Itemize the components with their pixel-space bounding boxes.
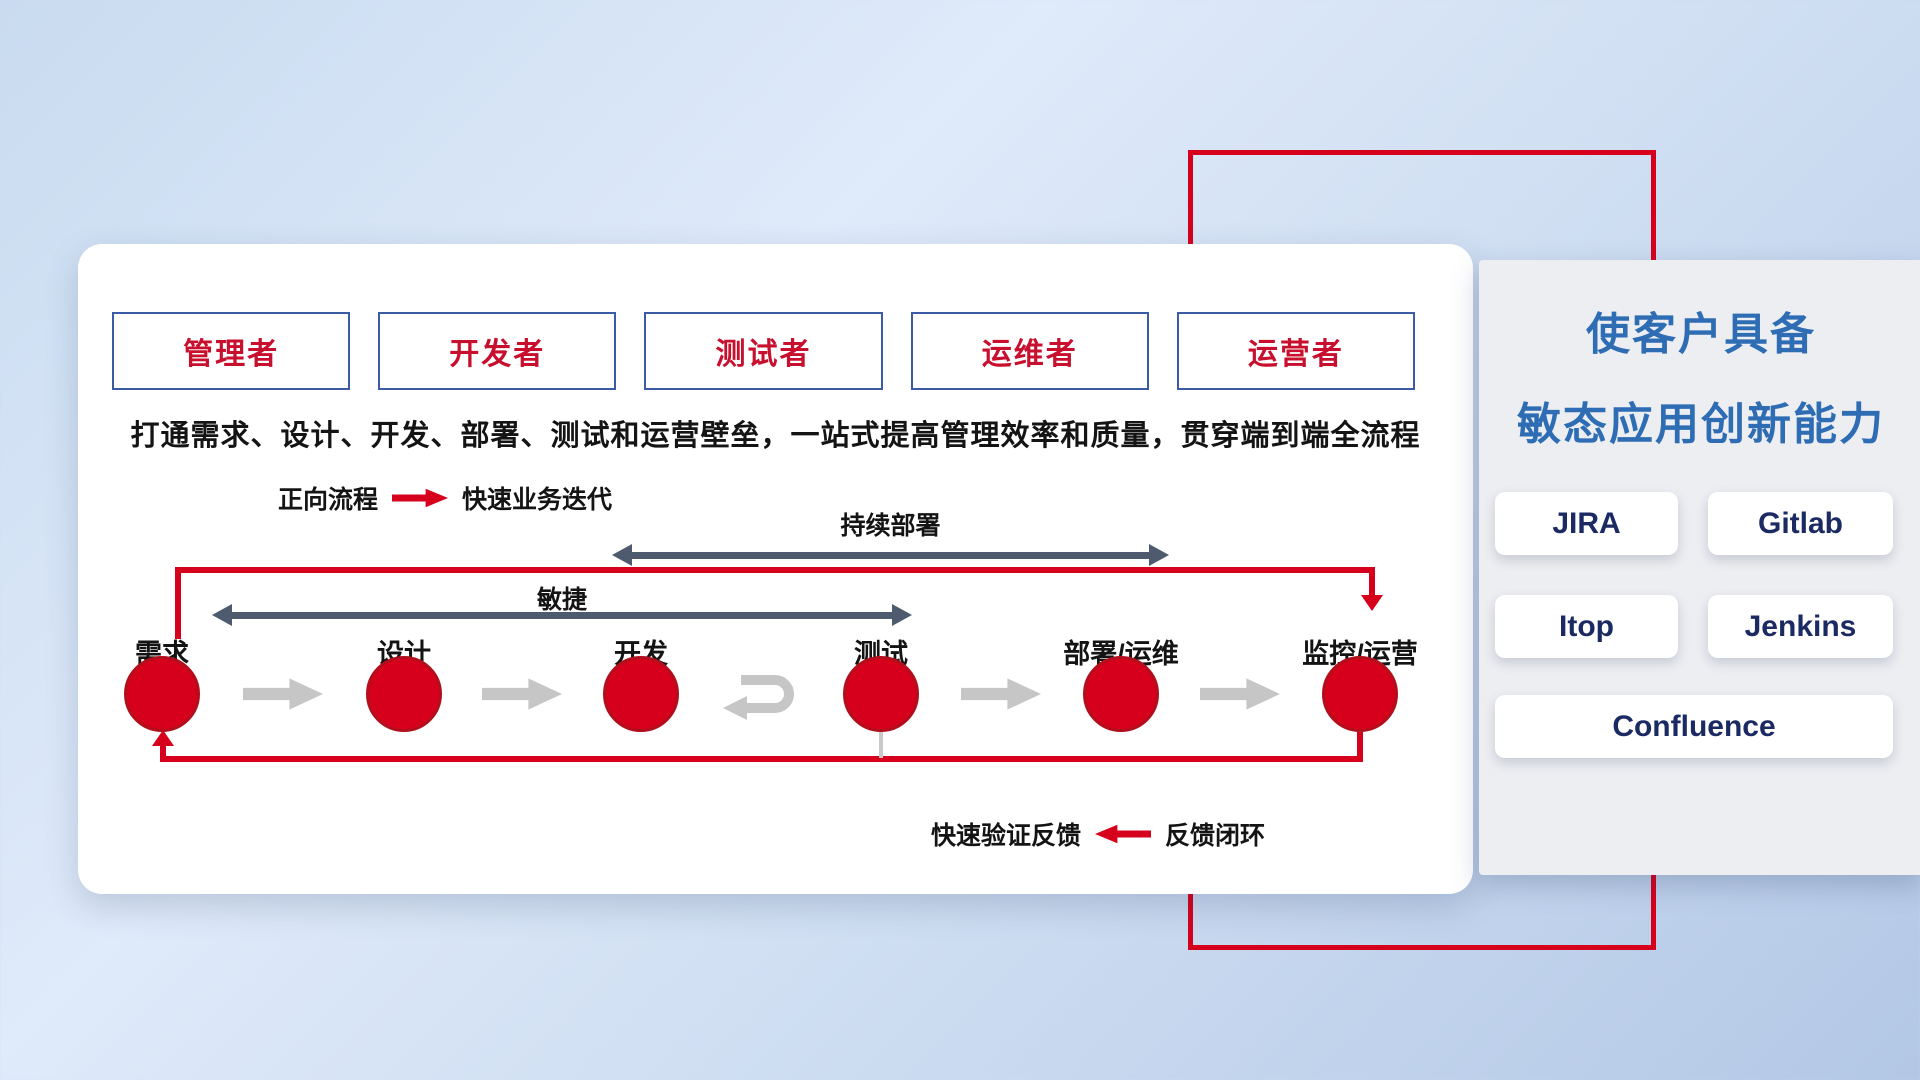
continuous-deploy-label: 持续部署 bbox=[840, 512, 941, 540]
tool-button-confluence: Confluence bbox=[1495, 695, 1893, 758]
test-feedback-connector bbox=[879, 732, 883, 758]
role-box-tester: 测试者 bbox=[644, 312, 883, 390]
forward-legend-value: 快速业务迭代 bbox=[462, 486, 613, 514]
forward-loop-line-right bbox=[1369, 567, 1375, 597]
feedback-loop-line-left bbox=[160, 744, 166, 758]
feedback-arrow-icon bbox=[1095, 824, 1151, 844]
arrowhead-left-icon bbox=[612, 544, 632, 566]
arrowhead-right-icon bbox=[892, 604, 912, 626]
flow-node-circle bbox=[843, 656, 919, 732]
forward-legend: 正向流程 快速业务迭代 bbox=[278, 480, 612, 516]
feedback-legend-value: 快速验证反馈 bbox=[930, 822, 1081, 850]
flow-node-circle bbox=[1083, 656, 1159, 732]
flow-arrow-icon bbox=[243, 678, 323, 710]
flow-arrow-icon bbox=[961, 678, 1041, 710]
feedback-legend-label: 反馈闭环 bbox=[1165, 822, 1266, 850]
feedback-legend: 快速验证反馈 反馈闭环 bbox=[778, 816, 1418, 852]
forward-legend-label: 正向流程 bbox=[278, 486, 379, 514]
iteration-loop-icon bbox=[723, 675, 794, 720]
role-box-manager: 管理者 bbox=[112, 312, 351, 390]
banner-text: 打通需求、设计、开发、部署、测试和运营壁垒，一站式提高管理效率和质量，贯穿端到端… bbox=[130, 420, 1421, 452]
flow-node-circle bbox=[124, 656, 200, 732]
flow-node-circle bbox=[1322, 656, 1398, 732]
tool-button-gitlab: Gitlab bbox=[1708, 492, 1893, 555]
arrowhead-left-icon bbox=[212, 604, 232, 626]
flow-arrow-icon bbox=[1200, 678, 1280, 710]
feedback-loop-line-bottom bbox=[160, 756, 1363, 762]
forward-loop-arrowhead-icon bbox=[1361, 595, 1383, 611]
devops-diagram-card: 管理者 开发者 测试者 运维者 运营者 打通需求、设计、开发、部署、测试和运营壁… bbox=[78, 244, 1473, 894]
flow-node-circle bbox=[603, 656, 679, 732]
agile-label: 敏捷 bbox=[536, 586, 587, 614]
role-box-operator: 运营者 bbox=[1176, 312, 1416, 390]
forward-arrow-icon bbox=[392, 488, 449, 508]
feedback-loop-line-right bbox=[1357, 732, 1363, 762]
tool-button-jenkins: Jenkins bbox=[1708, 595, 1893, 658]
role-box-ops: 运维者 bbox=[910, 312, 1149, 390]
tools-panel: 使客户具备 敏态应用创新能力 JIRA Gitlab Itop Jenkins … bbox=[1479, 260, 1920, 875]
flow-arrow-icon bbox=[482, 678, 562, 710]
role-box-developer: 开发者 bbox=[378, 312, 617, 390]
flow-node-circle bbox=[366, 656, 442, 732]
roles-row: 管理者 开发者 测试者 运维者 运营者 bbox=[112, 312, 1416, 390]
agile-arrow bbox=[212, 604, 912, 626]
forward-loop-line-left bbox=[175, 567, 181, 639]
continuous-deploy-arrow bbox=[612, 544, 1169, 566]
forward-loop-line-top bbox=[175, 567, 1372, 573]
panel-title-line2: 敏态应用创新能力 bbox=[1517, 400, 1885, 449]
tool-button-jira: JIRA bbox=[1495, 492, 1678, 555]
feedback-loop-arrowhead-icon bbox=[152, 730, 174, 746]
tool-button-itop: Itop bbox=[1495, 595, 1678, 658]
arrowhead-right-icon bbox=[1149, 544, 1169, 566]
panel-title-line1: 使客户具备 bbox=[1586, 310, 1816, 359]
